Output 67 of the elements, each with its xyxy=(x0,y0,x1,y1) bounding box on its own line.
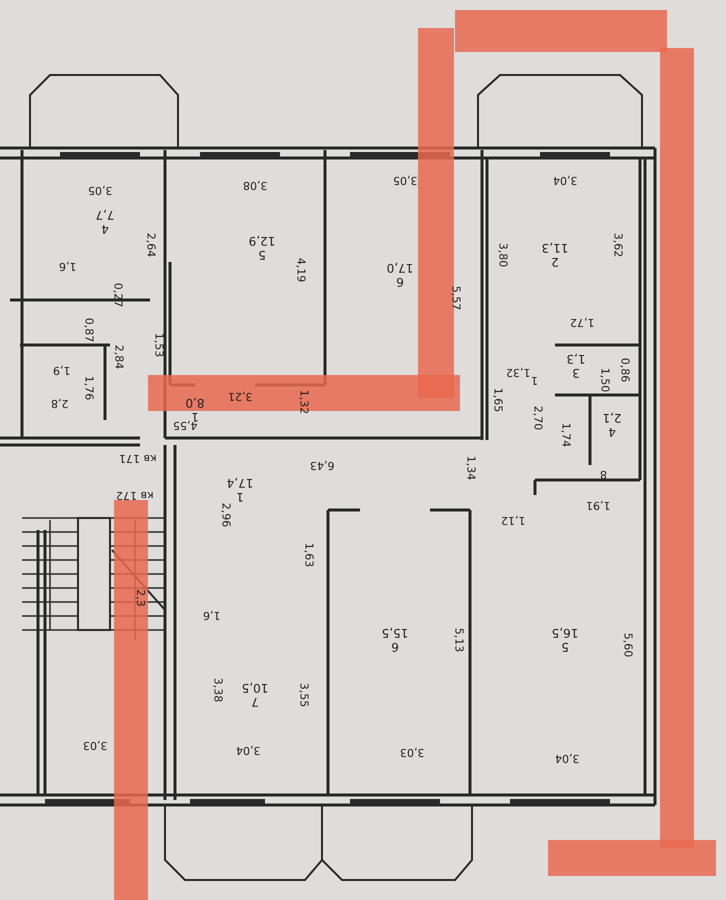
dimension-label: 3,55 xyxy=(296,682,309,708)
dimension-label: 3,04 xyxy=(554,752,579,764)
room-number: 6 xyxy=(390,640,400,654)
dimension-label: 1,65 xyxy=(490,388,503,412)
dimension-label: 1,72 xyxy=(570,316,594,328)
dimension-label: 2,8 xyxy=(51,397,68,409)
dimension-label: 1,9 xyxy=(53,364,70,376)
dimension-label: 3,03 xyxy=(82,739,107,751)
dimension-label: 3,21 xyxy=(228,390,252,402)
room-area: 15,5 xyxy=(370,626,420,640)
dimension-label: 3,08 xyxy=(242,179,267,191)
room-number: 6 xyxy=(395,275,405,289)
dimension-label: 2,3 xyxy=(134,589,146,607)
dimension-label: 5,13 xyxy=(452,628,464,652)
dimension-label: 1,6 xyxy=(203,609,220,621)
room-number: 2 xyxy=(550,255,560,269)
dimension-label: 1,91 xyxy=(586,499,610,511)
dimension-label: 1,6 xyxy=(59,260,76,272)
room-number: 4 xyxy=(607,425,617,439)
dimension-label: 3,62 xyxy=(610,232,623,258)
dimension-label: 5,57 xyxy=(448,286,461,310)
dimension-label: 6,43 xyxy=(310,459,334,471)
dimension-label: 3,04 xyxy=(236,744,260,756)
dimension-label: 8 xyxy=(600,468,606,480)
room-number: 5 xyxy=(560,640,570,654)
dimension-label: 2,64 xyxy=(144,232,156,258)
dimension-label: кв 171 xyxy=(119,452,157,464)
dimension-label: 1,76 xyxy=(82,376,94,400)
dimension-label: 2,84 xyxy=(112,344,124,370)
room-area: 16,5 xyxy=(540,626,590,640)
room-number: 1 xyxy=(235,490,245,504)
dimension-label: 2,96 xyxy=(218,502,231,528)
room-area: 12,9 xyxy=(237,234,287,248)
dimension-label: кв 172 xyxy=(116,489,154,501)
dimension-label: 0,87 xyxy=(82,318,94,342)
dimension-label: 4,55 xyxy=(172,419,197,431)
room-area: 10,5 xyxy=(230,681,280,695)
room-number: 4 xyxy=(100,222,110,236)
dimension-label: 1,74 xyxy=(558,422,571,448)
dimension-label: 1,32 xyxy=(296,390,309,414)
dimension-label: 3,04 xyxy=(552,174,577,186)
room-area: 17,0 xyxy=(375,261,425,275)
dimension-label: 1,32 xyxy=(506,366,530,378)
room-area: 7,7 xyxy=(80,208,130,222)
room-number: 7 xyxy=(250,695,260,709)
dimension-label: 3,05 xyxy=(88,184,112,196)
dimension-label: 0,86 xyxy=(618,358,630,382)
room-area: 8,0 xyxy=(170,396,220,410)
dimension-label: 4,19 xyxy=(294,258,306,282)
room-number: 5 xyxy=(257,248,267,262)
dimension-label: 1,50 xyxy=(598,368,610,392)
room-area: 17,4 xyxy=(215,476,265,490)
room-area: 11,3 xyxy=(530,241,580,255)
room-number: 3 xyxy=(571,366,581,380)
dimension-label: 1 xyxy=(530,374,538,386)
dimension-label: 3,38 xyxy=(210,678,223,702)
dimension-label: 1,34 xyxy=(464,456,476,480)
dimension-label: 1,63 xyxy=(302,542,314,568)
dimension-label: 2,70 xyxy=(530,406,543,430)
dimension-label: 1,12 xyxy=(500,514,525,526)
room-area: 1,3 xyxy=(551,352,601,366)
dimension-label: 3,80 xyxy=(496,242,508,268)
dimension-label: 5,60 xyxy=(620,632,633,658)
dimension-label: 3,03 xyxy=(400,746,424,758)
room-area: 2,1 xyxy=(587,411,637,425)
dimension-label: 3,05 xyxy=(392,174,417,186)
dimension-label: 1,53 xyxy=(152,332,164,358)
